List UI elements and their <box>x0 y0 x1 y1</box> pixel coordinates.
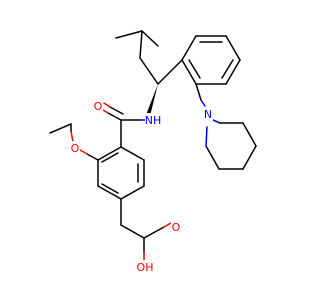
bond <box>86 153 99 161</box>
bond <box>242 145 257 170</box>
bond <box>120 146 145 161</box>
bond <box>103 102 111 108</box>
atom-piperidine-nitrogen: N <box>203 107 213 121</box>
bond <box>120 185 145 200</box>
aromatic-inner-bond <box>101 152 119 163</box>
bond <box>181 59 197 85</box>
atom-label: O <box>71 142 80 155</box>
bond <box>181 35 197 61</box>
aromatic-inner-bond <box>101 183 119 194</box>
bond <box>143 226 165 239</box>
bond <box>109 106 124 115</box>
stereo-wedge-bond <box>146 84 158 116</box>
bond <box>70 130 74 143</box>
atom-carbonyl-oxygen: O <box>93 99 103 113</box>
atom-label: OH <box>137 261 154 274</box>
bond <box>141 30 159 47</box>
bond <box>212 119 221 124</box>
bond <box>225 59 241 85</box>
atom-acid-hydroxyl: OH <box>135 260 155 274</box>
atom-label: N <box>204 108 212 121</box>
bond <box>205 126 208 147</box>
atom-acid-carbonyl-oxygen: O <box>171 220 181 234</box>
aromatic-inner-bond <box>188 59 201 79</box>
bond <box>115 30 143 39</box>
aromatic-inner-bond <box>221 59 234 79</box>
bond <box>139 57 159 85</box>
bond <box>139 30 143 59</box>
bond <box>49 123 72 134</box>
atom-ether-oxygen: O <box>70 141 80 155</box>
molecule-drawing: NH N O O O OH <box>49 30 257 274</box>
bond <box>157 59 183 85</box>
bond <box>107 112 122 121</box>
atom-label: O <box>94 100 103 113</box>
bond <box>163 222 172 228</box>
atom-label: O <box>172 221 181 234</box>
bond <box>97 146 122 161</box>
bond <box>120 224 145 239</box>
bond <box>195 83 202 101</box>
bond <box>79 149 88 155</box>
bond <box>205 145 220 170</box>
bond <box>242 122 257 147</box>
bond <box>200 99 206 107</box>
bond <box>97 185 122 200</box>
atom-amide-nitrogen: NH <box>145 113 162 127</box>
structure-diagram: NH N O O O OH <box>49 30 257 274</box>
atom-label: NH <box>145 114 162 127</box>
bond <box>225 35 241 61</box>
